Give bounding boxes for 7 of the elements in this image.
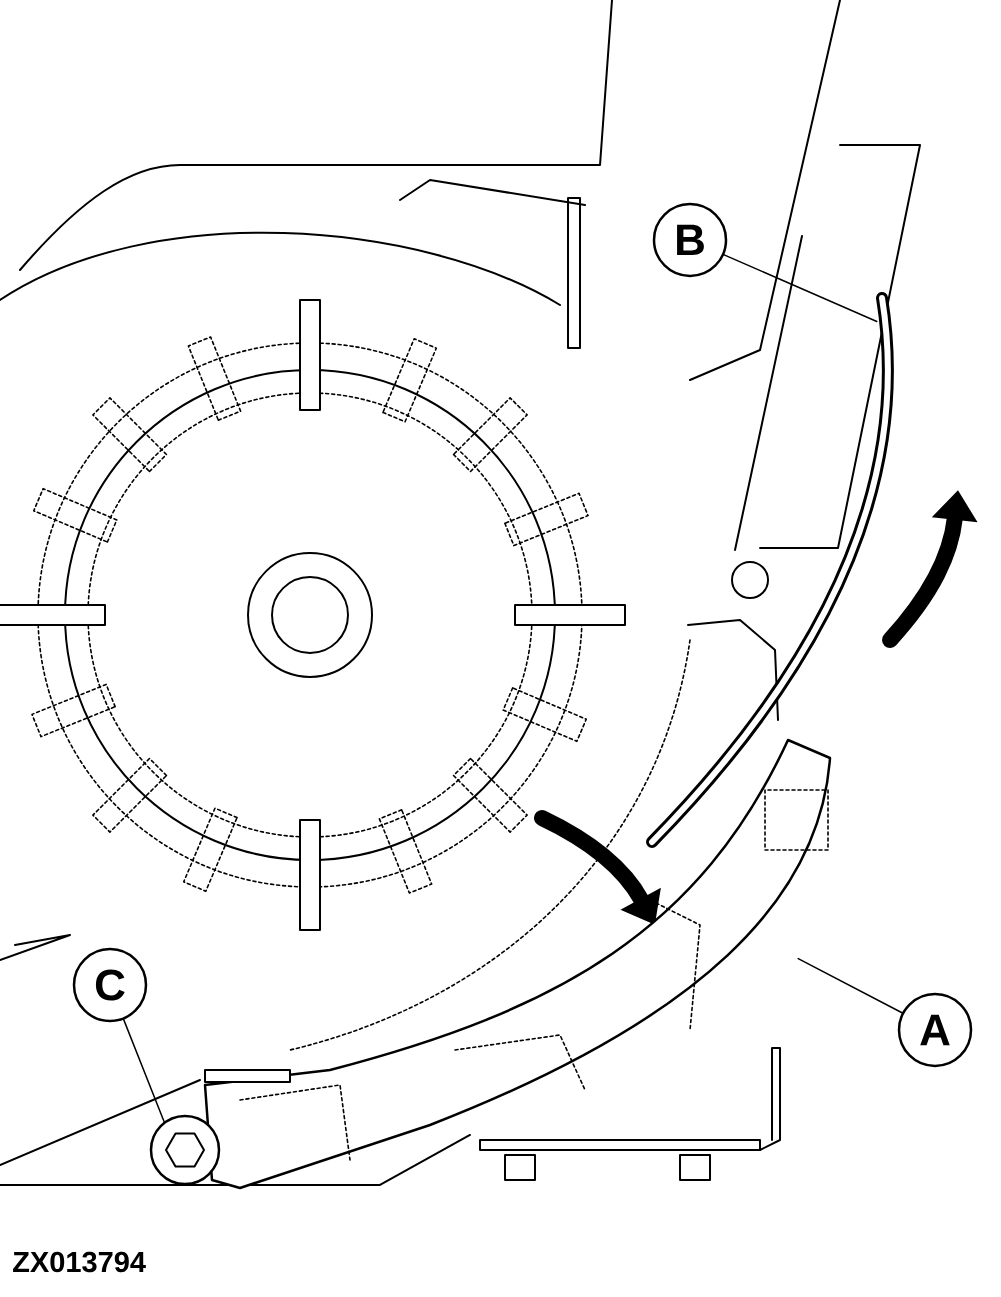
scraper-strip bbox=[646, 292, 894, 848]
leader-line bbox=[122, 1018, 166, 1124]
deflector-arm bbox=[203, 738, 832, 1190]
figure-code: ZX013794 bbox=[13, 1251, 146, 1273]
leader-line bbox=[723, 254, 878, 323]
bolt-head bbox=[149, 1114, 221, 1186]
leader-line bbox=[797, 957, 903, 1014]
